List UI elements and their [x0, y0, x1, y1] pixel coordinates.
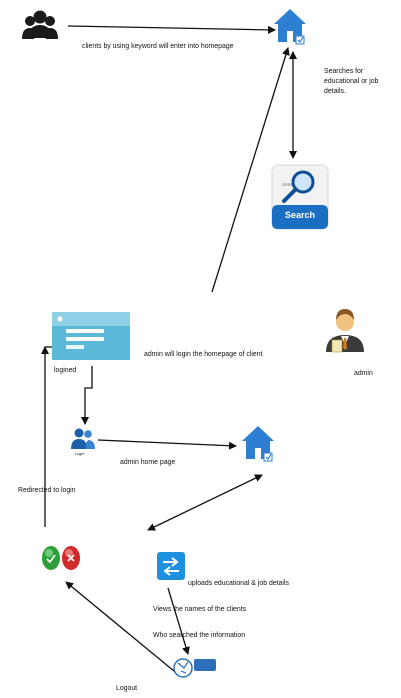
label-views: Views the names of the clients [153, 604, 247, 613]
search-button-icon: search [271, 164, 329, 230]
upload-arrows-icon [157, 552, 185, 580]
label-admin: admin [354, 368, 373, 377]
admin-small-caption: Login [75, 451, 85, 456]
svg-text:search: search [282, 182, 299, 188]
admin-small-icon [71, 428, 95, 449]
label-who-searched: Who searched the information [153, 630, 246, 639]
label-logout: Logout [116, 683, 138, 692]
arrow-admin-to-adminhome [97, 439, 237, 450]
label-admin-login: admin will login the homepage of client [144, 349, 263, 358]
arrow-logout-to-buttons [65, 581, 181, 677]
arrow-upload-to-view [167, 587, 190, 655]
arrow-adminhome-upload [147, 474, 263, 531]
search-button-text: Search [284, 210, 316, 220]
label-searches: Searches for educational or job details. [324, 66, 379, 95]
arrow-login-to-home [211, 47, 290, 293]
view-revision-icon [173, 658, 216, 678]
label-enter-homepage: clients by using keyword will enter into… [82, 41, 234, 50]
green-red-buttons-icon [42, 546, 80, 570]
label-uploads: uploads educational & job details [188, 578, 289, 587]
label-admin-home: admin home page [120, 457, 176, 466]
arrow-logined-to-admin [81, 366, 93, 425]
admin-person-icon [326, 309, 364, 353]
home-icon [274, 9, 306, 45]
admin-home-icon [242, 426, 274, 462]
label-logined: logined [54, 365, 77, 374]
arrow-clients-to-home [67, 25, 276, 34]
login-panel-icon [52, 312, 130, 360]
label-redirected: Redirected to login [18, 485, 76, 494]
clients-people-icon [22, 10, 58, 39]
